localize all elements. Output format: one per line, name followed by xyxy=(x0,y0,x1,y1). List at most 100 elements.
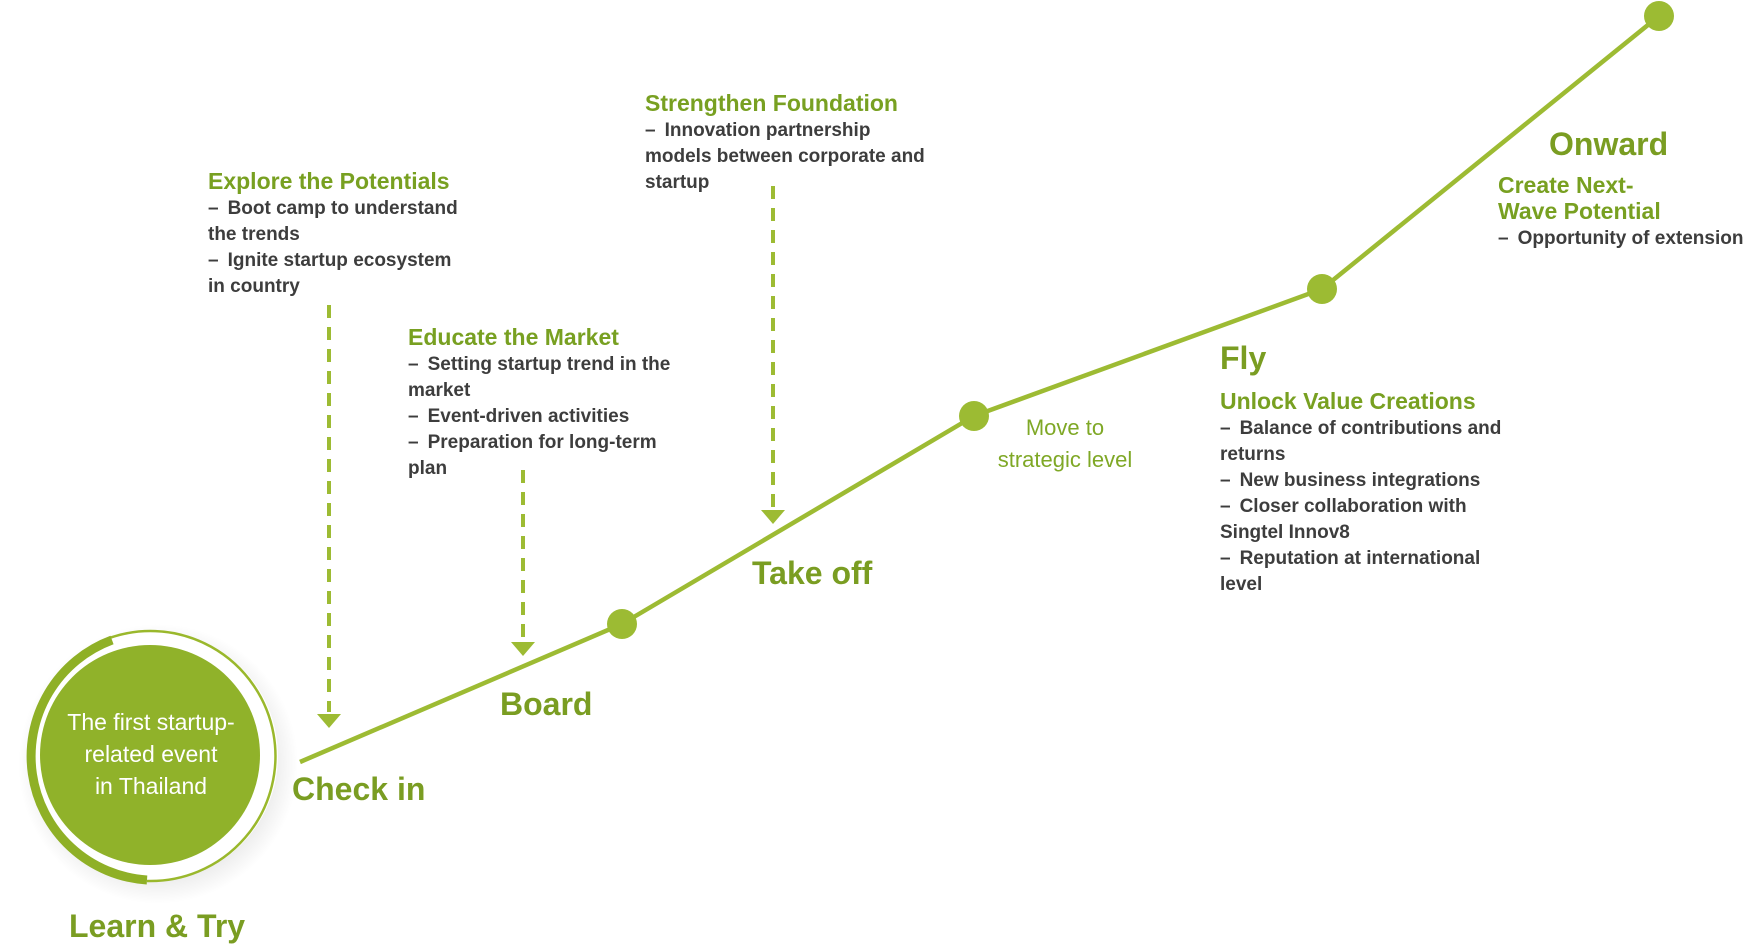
onward-block: Create Next- Wave Potential –Opportunity… xyxy=(1498,172,1750,252)
list-item-line: –Closer collaboration with xyxy=(1220,494,1550,520)
move-line-2: strategic level xyxy=(997,447,1133,472)
dash-bullet: – xyxy=(208,198,219,219)
start-circle-line-3: in Thailand xyxy=(94,773,208,799)
start-circle-line-2: related event xyxy=(84,741,218,767)
list-item-line: –Ignite startup ecosystem xyxy=(208,248,508,274)
list-item-text: New business integrations xyxy=(1239,470,1481,491)
unlock-block: Unlock Value Creations –Balance of contr… xyxy=(1220,388,1550,598)
onward-title-line-1: Create Next- xyxy=(1498,172,1634,198)
list-item-line: –New business integrations xyxy=(1220,468,1550,494)
list-item-text: market xyxy=(408,380,471,401)
list-item-text: returns xyxy=(1220,444,1286,465)
list-item-line: –Event-driven activities xyxy=(408,404,728,430)
list-item-line: –Reputation at international xyxy=(1220,546,1550,572)
list-item-line: market xyxy=(408,378,728,404)
list-item-line: –Balance of contributions and xyxy=(1220,416,1550,442)
list-item-line: –Setting startup trend in the xyxy=(408,352,728,378)
list-item: –Event-driven activities xyxy=(408,404,728,430)
list-item-text: Preparation for long-term xyxy=(427,432,657,453)
list-item-text: Boot camp to understand xyxy=(227,198,458,219)
dash-bullet: – xyxy=(408,432,419,453)
list-item-text: in country xyxy=(208,276,300,297)
list-item-line: in country xyxy=(208,274,508,300)
milestone-dot-onward xyxy=(1644,1,1674,31)
explore-block: Explore the Potentials –Boot camp to und… xyxy=(208,168,508,300)
list-item-text: Singtel Innov8 xyxy=(1220,522,1350,543)
start-circle-inner xyxy=(40,645,260,865)
stage-learn-try: Learn & Try xyxy=(69,908,246,944)
list-item-text: Innovation partnership xyxy=(664,120,871,141)
milestone-dot-board xyxy=(607,609,637,639)
list-item-text: models between corporate and xyxy=(645,146,925,167)
list-item-text: level xyxy=(1220,574,1263,595)
dash-bullet: – xyxy=(408,354,419,375)
dash-bullet: – xyxy=(1220,418,1231,439)
list-item-line: Singtel Innov8 xyxy=(1220,520,1550,546)
list-item-line: plan xyxy=(408,456,728,482)
list-item-text: Ignite startup ecosystem xyxy=(227,250,452,271)
list-item: –Opportunity of extension xyxy=(1498,226,1750,252)
list-item-text: Event-driven activities xyxy=(427,406,630,427)
list-item-text: Balance of contributions and xyxy=(1239,418,1502,439)
explore-title: Explore the Potentials xyxy=(208,168,450,194)
list-item-text: startup xyxy=(645,172,710,193)
start-circle-thin-ring xyxy=(103,629,277,883)
list-item-text: Reputation at international xyxy=(1239,548,1481,569)
dash-bullet: – xyxy=(408,406,419,427)
list-item-text: plan xyxy=(408,458,448,479)
start-circle-thick-arc xyxy=(26,635,148,885)
list-item-line: –Opportunity of extension xyxy=(1498,226,1750,252)
stage-fly: Fly xyxy=(1220,340,1267,376)
strengthen-block: Strengthen Foundation –Innovation partne… xyxy=(645,90,975,196)
stage-board: Board xyxy=(500,686,593,722)
list-item-text: Setting startup trend in the xyxy=(427,354,671,375)
list-item-line: –Boot camp to understand xyxy=(208,196,508,222)
list-item-line: models between corporate and xyxy=(645,144,975,170)
dash-bullet: – xyxy=(208,250,219,271)
onward-list: –Opportunity of extension xyxy=(1498,226,1750,252)
dash-bullet: – xyxy=(1220,548,1231,569)
dash-bullet: – xyxy=(1220,470,1231,491)
arrow-strengthen xyxy=(761,186,785,524)
list-item: –New business integrations xyxy=(1220,468,1550,494)
milestone-dot-takeoff xyxy=(959,401,989,431)
list-item-text: the trends xyxy=(208,224,300,245)
stage-onward: Onward xyxy=(1549,126,1669,162)
dash-bullet: – xyxy=(1220,496,1231,517)
list-item-line: level xyxy=(1220,572,1550,598)
arrow-educate xyxy=(511,470,535,656)
move-line-1: Move to xyxy=(1025,415,1105,440)
list-item-text: Closer collaboration with xyxy=(1239,496,1467,517)
start-circle-text: The first startup- related event in Thai… xyxy=(36,706,266,802)
list-item-line: –Preparation for long-term xyxy=(408,430,728,456)
list-item-line: startup xyxy=(645,170,975,196)
list-item-line: the trends xyxy=(208,222,508,248)
list-item-line: returns xyxy=(1220,442,1550,468)
dash-bullet: – xyxy=(645,120,656,141)
list-item-text: Opportunity of extension xyxy=(1517,228,1744,249)
list-item-line: –Innovation partnership xyxy=(645,118,975,144)
educate-title: Educate the Market xyxy=(408,324,619,350)
move-strategic-label: Move to strategic level xyxy=(980,412,1150,476)
stage-check-in: Check in xyxy=(292,771,426,807)
dash-bullet: – xyxy=(1498,228,1509,249)
onward-title-line-2: Wave Potential xyxy=(1498,198,1661,224)
start-circle-line-1: The first startup- xyxy=(67,709,235,735)
stage-take-off: Take off xyxy=(752,555,873,591)
unlock-title: Unlock Value Creations xyxy=(1220,388,1476,414)
educate-block: Educate the Market –Setting startup tren… xyxy=(408,324,728,482)
strengthen-title: Strengthen Foundation xyxy=(645,90,898,116)
